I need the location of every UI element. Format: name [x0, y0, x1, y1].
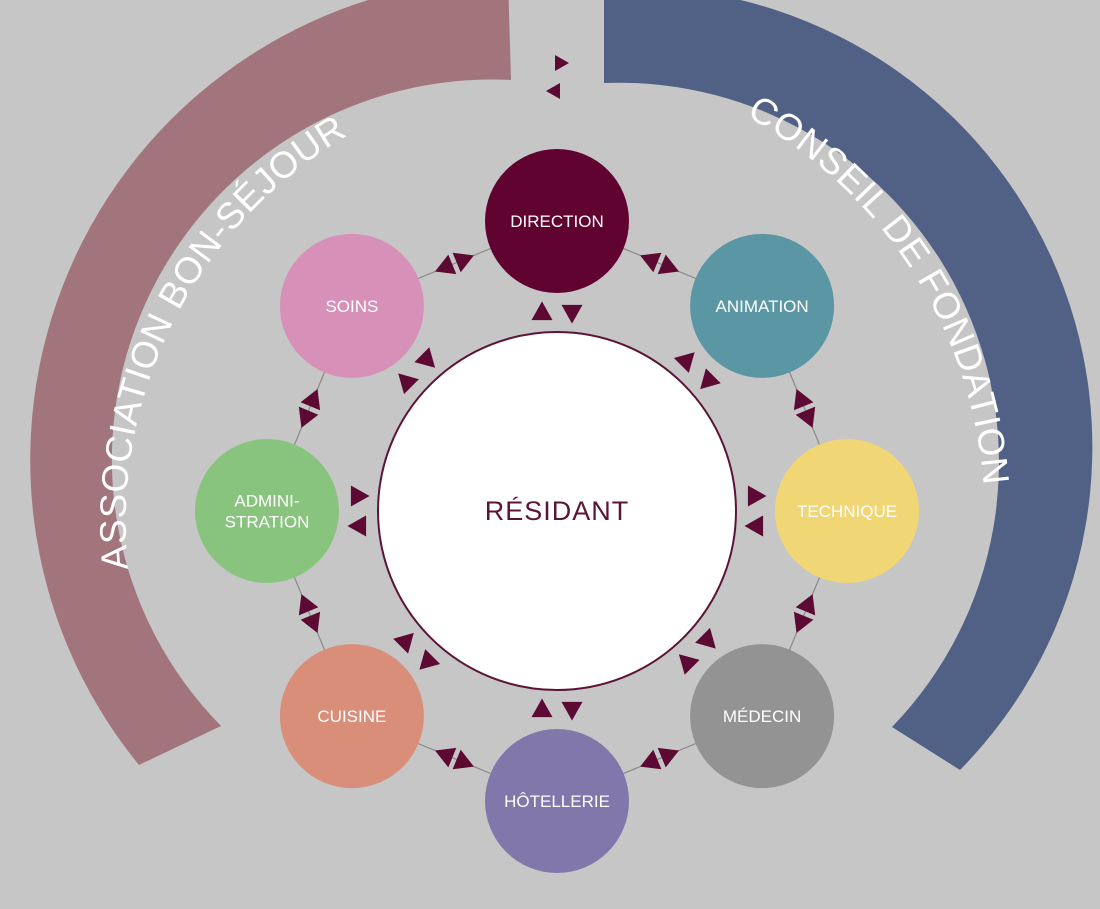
ring-arrow-back-icon — [452, 749, 474, 770]
node-cuisine-label: CUISINE — [317, 707, 386, 726]
center-circle — [377, 331, 737, 691]
spoke-arrow-inward-icon — [393, 632, 414, 654]
node-medecin-circle — [690, 644, 835, 789]
ring-arrow-back-icon — [793, 389, 814, 411]
ring-arrow-back-icon — [435, 254, 457, 275]
spoke-arrow-inward-icon — [350, 485, 370, 507]
ring-arrow-back-icon — [657, 747, 679, 768]
ring-arrow-back-icon — [795, 594, 816, 616]
spoke-arrow-outward-icon — [561, 701, 583, 721]
node-cuisine-circle — [279, 644, 424, 789]
arc-exchange-arrows — [546, 55, 569, 99]
node-soins-label: SOINS — [325, 297, 378, 316]
spoke-arrow-outward-icon — [747, 485, 767, 507]
node-hotellerie-circle — [485, 729, 629, 873]
spoke-arrows — [347, 301, 767, 721]
spoke-arrow-outward-icon — [673, 352, 695, 373]
ring-arrow-forward-icon — [300, 389, 321, 411]
node-cuisine: CUISINE — [279, 644, 424, 789]
node-animation-circle — [690, 233, 835, 378]
spoke-arrow-outward-icon — [419, 649, 441, 670]
node-technique-label: TECHNIQUE — [797, 502, 897, 521]
center-label: RÉSIDANT — [485, 496, 630, 526]
ring-arrow-forward-icon — [298, 594, 319, 616]
node-technique: TECHNIQUE — [775, 439, 919, 583]
ring-arrow-back-icon — [300, 611, 321, 633]
node-administration-circle — [195, 439, 339, 583]
spoke-arrow-inward-icon — [744, 515, 764, 537]
node-animation: ANIMATION — [690, 233, 835, 378]
spoke-arrow-inward-icon — [414, 347, 436, 368]
node-direction-circle — [485, 149, 629, 293]
node-soins: SOINS — [279, 233, 424, 378]
node-administration: ADMINI- STRATION — [195, 439, 339, 583]
ring-arrow-forward-icon — [640, 749, 662, 770]
node-soins-circle — [279, 233, 424, 378]
node-direction: DIRECTION — [485, 149, 629, 293]
spoke-arrow-outward-icon — [347, 515, 367, 537]
spoke-arrow-inward-icon — [561, 304, 583, 324]
ring-arrow-back-icon — [298, 406, 319, 428]
ring-arrow-forward-icon — [452, 252, 474, 273]
node-hotellerie-label: HÔTELLERIE — [504, 792, 610, 811]
center-node: RÉSIDANT — [377, 331, 737, 691]
node-administration-label: STRATION — [225, 513, 310, 532]
arrow-to-conseil-icon — [555, 55, 569, 71]
node-administration-label: ADMINI- — [234, 492, 299, 511]
node-medecin: MÉDECIN — [690, 644, 835, 789]
node-technique-circle — [775, 439, 919, 583]
spoke-arrow-inward-icon — [531, 698, 553, 718]
node-animation-label: ANIMATION — [716, 297, 809, 316]
ring-arrow-forward-icon — [793, 611, 814, 633]
node-medecin-label: MÉDECIN — [723, 707, 801, 726]
ring-arrow-back-icon — [640, 252, 662, 273]
association-arc-band — [30, 0, 511, 765]
spoke-arrow-outward-icon — [531, 301, 553, 321]
ring-arrow-forward-icon — [795, 406, 816, 428]
ring-arrows — [298, 252, 816, 770]
ring-arrow-forward-icon — [435, 747, 457, 768]
spoke-arrow-inward-icon — [700, 368, 721, 390]
node-direction-label: DIRECTION — [510, 212, 604, 231]
node-hotellerie: HÔTELLERIE — [485, 729, 629, 873]
spoke-arrow-outward-icon — [398, 373, 419, 395]
spoke-arrow-outward-icon — [695, 627, 716, 649]
conseil-arc-band — [604, 0, 1093, 770]
department-nodes: DIRECTION ANIMATION TECHNIQUE MÉDECIN HÔTELL… — [195, 149, 919, 873]
arrow-to-association-icon — [546, 83, 560, 99]
ring-arrow-forward-icon — [657, 254, 679, 275]
spoke-arrow-inward-icon — [678, 654, 700, 675]
